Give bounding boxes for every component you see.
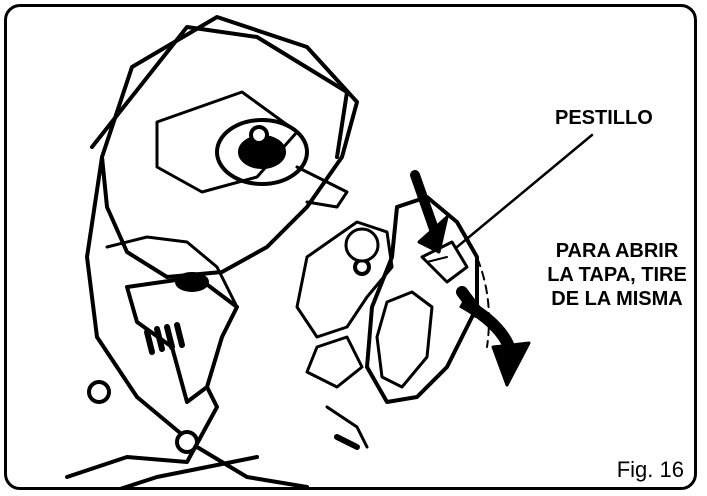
figure-number: Fig. 16 — [616, 457, 684, 482]
instruction-line-2: LA TAPA, TIRE — [547, 264, 687, 286]
swing-arc — [456, 221, 490, 348]
trimmer-engine-illustration — [65, 15, 594, 487]
instruction-line-3: DE LA MISMA — [551, 288, 683, 310]
latch-tab — [420, 240, 469, 284]
vent-slots — [144, 322, 185, 355]
figure-frame: PESTILLO PARA ABRIR LA TAPA, TIRE DE LA … — [4, 4, 697, 490]
instruction-text: PARA ABRIR LA TAPA, TIRE DE LA MISMA — [527, 239, 694, 311]
filter-cover — [365, 195, 479, 404]
latch-label: PESTILLO — [555, 107, 653, 129]
engine-cover — [100, 15, 359, 279]
fuel-cap — [215, 118, 309, 186]
down-arrow-icon — [410, 170, 449, 254]
screw — [87, 380, 111, 404]
latch-leader — [455, 133, 594, 249]
curved-arrow-icon — [456, 286, 531, 387]
carburetor — [295, 220, 394, 339]
cover-rim — [90, 25, 349, 159]
engine-body — [85, 155, 309, 487]
instruction-line-1: PARA ABRIR — [555, 240, 679, 262]
